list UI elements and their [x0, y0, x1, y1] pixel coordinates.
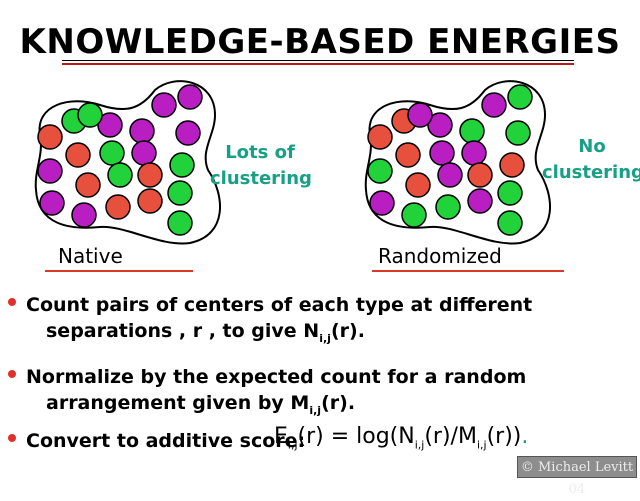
formula-part: (r))	[486, 424, 522, 449]
magenta-ball	[429, 140, 455, 166]
green-ball	[497, 180, 523, 206]
formula-part: E	[274, 424, 288, 449]
magenta-ball	[481, 92, 507, 118]
copyright-badge: © Michael Levitt 04	[517, 456, 637, 497]
magenta-ball	[151, 92, 177, 118]
bullet-line: arrangement given by Mi,j(r).	[46, 390, 355, 424]
green-ball	[167, 180, 193, 206]
page-title: KNOWLEDGE-BASED ENERGIES	[19, 22, 621, 62]
green-ball	[401, 202, 427, 228]
native-label-underline	[45, 270, 193, 272]
red-ball	[467, 162, 493, 188]
magenta-ball	[131, 140, 157, 166]
native-annotation: Lots of clustering	[210, 140, 312, 192]
magenta-ball	[39, 190, 65, 216]
magenta-ball	[71, 202, 97, 228]
magenta-ball	[97, 112, 123, 138]
bullet-text: arrangement given by M	[46, 392, 310, 414]
randomized-label-underline	[372, 270, 564, 272]
bullet-text: separations , r , to give N	[46, 320, 320, 342]
green-ball	[367, 158, 393, 184]
bullet-count-pairs: Count pairs of centers of each type at d…	[8, 292, 608, 345]
red-ball	[65, 142, 91, 168]
bullet-line: Convert to additive score:	[26, 430, 306, 452]
red-ball	[37, 124, 63, 150]
energy-formula: Ei,j(r) = log(Ni,j(r)/Mi,j(r)).	[274, 424, 528, 451]
magenta-ball	[461, 140, 487, 166]
green-ball	[167, 210, 193, 236]
red-ball	[395, 142, 421, 168]
red-ball	[499, 152, 525, 178]
subscript: i,j	[309, 403, 322, 417]
green-ball	[497, 210, 523, 236]
red-ball	[137, 162, 163, 188]
green-ball	[77, 102, 103, 128]
magenta-ball	[467, 188, 493, 214]
native-label: Native	[58, 244, 123, 268]
title-underline	[62, 60, 574, 65]
bullet-line: Count pairs of centers of each type at d…	[26, 294, 533, 316]
native-annotation-line2: clustering	[210, 168, 312, 189]
native-cluster-diagram	[34, 80, 221, 245]
formula-period: .	[521, 424, 529, 449]
bullet-text: (r).	[330, 320, 365, 342]
subscript: i,j	[414, 438, 425, 452]
magenta-ball	[129, 118, 155, 144]
red-ball	[405, 172, 431, 198]
red-ball	[75, 172, 101, 198]
bullet-dot	[8, 370, 16, 378]
native-annotation-line1: Lots of	[225, 142, 295, 163]
subscript: i,j	[287, 438, 298, 452]
formula-part: (r) = log(N	[297, 424, 415, 449]
randomized-annotation: No clustering	[542, 134, 640, 186]
magenta-ball	[37, 158, 63, 184]
subscript: i,j	[319, 331, 331, 345]
bullet-dot	[8, 434, 16, 442]
green-ball	[459, 118, 485, 144]
green-ball	[99, 140, 125, 166]
subscript: i,j	[476, 438, 487, 452]
green-ball	[435, 194, 461, 220]
magenta-ball	[407, 102, 433, 128]
magenta-ball	[437, 162, 463, 188]
red-ball	[367, 124, 393, 150]
randomized-label: Randomized	[378, 244, 502, 268]
magenta-ball	[175, 120, 201, 146]
magenta-ball	[427, 112, 453, 138]
bullet-text: (r).	[321, 392, 356, 414]
bullet-convert: Convert to additive score:	[8, 428, 608, 454]
bullet-line: Normalize by the expected count for a ra…	[26, 366, 527, 388]
bullet-line: separations , r , to give Ni,j(r).	[46, 318, 365, 352]
randomized-cluster-diagram	[364, 80, 551, 245]
red-ball	[137, 188, 163, 214]
red-ball	[105, 194, 131, 220]
formula-part: (r)/M	[424, 424, 477, 449]
green-ball	[507, 84, 533, 110]
randomized-annotation-line1: No	[578, 136, 606, 157]
bullet-normalize: Normalize by the expected count for a ra…	[8, 364, 608, 417]
magenta-ball	[369, 190, 395, 216]
green-ball	[107, 162, 133, 188]
magenta-ball	[177, 84, 203, 110]
green-ball	[169, 152, 195, 178]
randomized-annotation-line2: clustering	[542, 162, 640, 183]
bullet-dot	[8, 298, 16, 306]
green-ball	[505, 120, 531, 146]
